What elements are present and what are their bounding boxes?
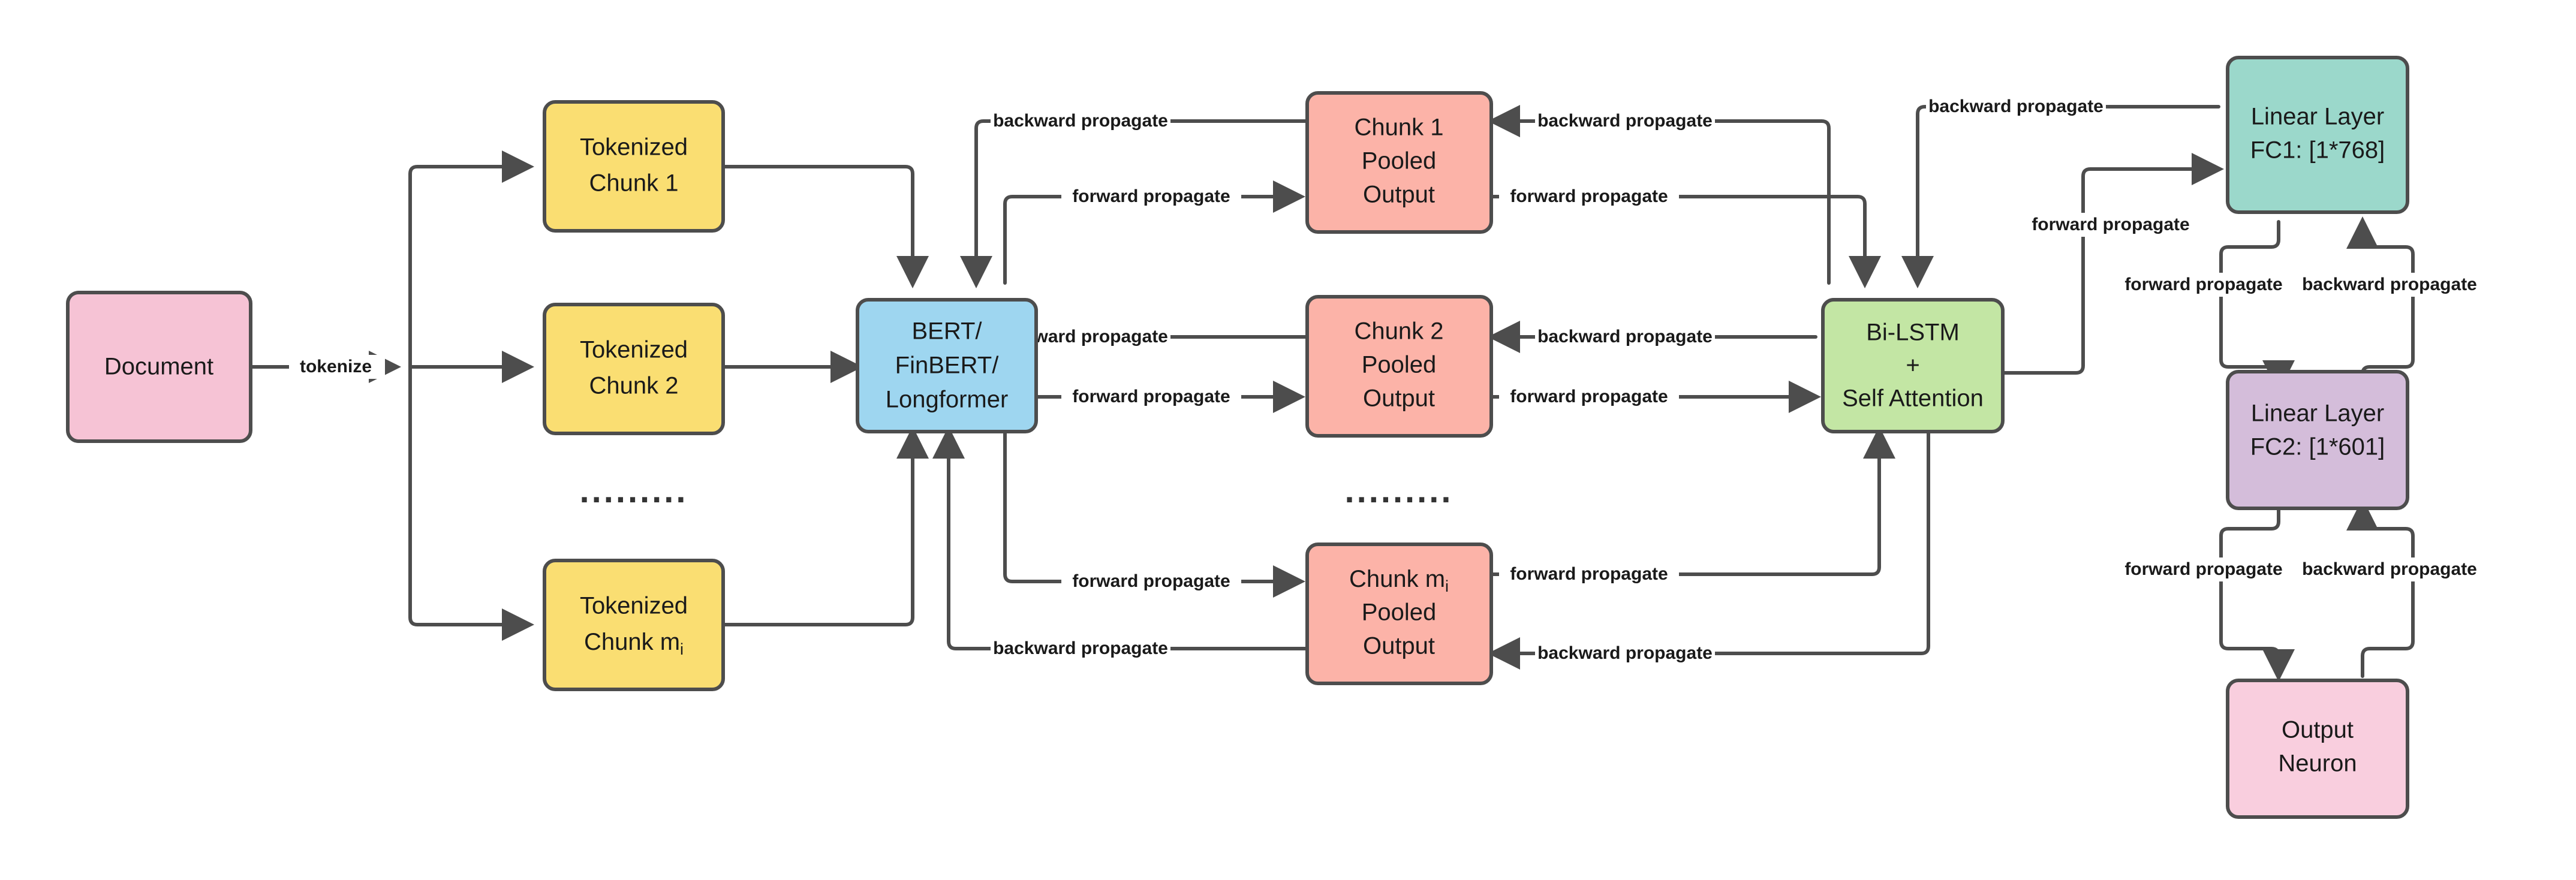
node-encoder-label-line2: FinBERT/	[895, 352, 1000, 379]
ellipsis-chunks: .........	[579, 471, 688, 510]
node-outneuron-label-line1: Output	[2282, 717, 2354, 743]
edge-label-bilstm-pooled1-backward: backward propagate	[1537, 111, 1713, 131]
node-encoder[interactable]: BERT/ FinBERT/ Longformer	[856, 298, 1038, 433]
node-bilstm-label-line3: Self Attention	[1842, 385, 1984, 412]
edge-label-fc2-fc1-backward: backward propagate	[2302, 275, 2477, 294]
node-pooledm-label-line1: Chunk mi	[1349, 566, 1449, 596]
edge-pooled2-bilstm-forward: forward propagate	[1484, 381, 1821, 413]
edge-pooled1-encoder-backward: backward propagate	[960, 109, 1309, 288]
node-tokenized-chunk-mi[interactable]: Tokenized Chunk mi	[543, 559, 725, 691]
edge-label-bilstm-pooled2-backward: backward propagate	[1537, 327, 1713, 346]
node-chunk1-pooled-output[interactable]: Chunk 1 Pooled Output	[1305, 91, 1493, 234]
node-chunk2-label-line1: Tokenized	[580, 337, 688, 363]
edge-label-pooled1-bilstm-forward: forward propagate	[1510, 186, 1668, 206]
edge-bilstm-pooledm-backward: backward propagate	[1488, 430, 1930, 670]
node-linear-layer-fc1[interactable]: Linear Layer FC1: [1*768]	[2226, 56, 2409, 214]
node-fc2-label-line1: Linear Layer	[2251, 400, 2384, 427]
edge-label-fc2-outneuron-forward: forward propagate	[2124, 559, 2282, 579]
edge-document-tokenize: tokenize	[249, 150, 534, 641]
node-fc1-label-line1: Linear Layer	[2251, 104, 2384, 130]
node-chunkm-label-line1: Tokenized	[580, 593, 688, 619]
node-pooled2-label-line3: Output	[1363, 385, 1435, 412]
edge-chunk1-encoder	[718, 165, 929, 288]
node-encoder-label-line3: Longformer	[886, 387, 1009, 413]
edge-pooledm-encoder-backward: backward propagate	[932, 426, 1309, 661]
node-chunkm-label-line2: Chunk mi	[584, 629, 684, 659]
node-fc2-label-line2: FC2: [1*601]	[2250, 434, 2385, 460]
node-chunk1-label-line1: Tokenized	[580, 134, 688, 161]
edge-outneuron-fc2-backward: backward propagate	[2297, 498, 2482, 678]
node-pooled1-label-line1: Chunk 1	[1355, 114, 1444, 141]
edge-label-pooled2-bilstm-forward: forward propagate	[1510, 387, 1668, 406]
edge-label-fc1-bilstm-backward: backward propagate	[1928, 97, 2103, 116]
node-output-neuron[interactable]: Output Neuron	[2226, 679, 2409, 819]
edge-label-tokenize: tokenize	[300, 357, 372, 376]
node-bilstm-label-line2: +	[1906, 352, 1919, 379]
edge-bilstm-pooled1-backward: backward propagate	[1488, 105, 1831, 285]
edge-label-fc1-fc2-forward: forward propagate	[2124, 275, 2282, 294]
node-chunk1-label-line2: Chunk 1	[589, 170, 679, 197]
ellipsis-pooled: .........	[1344, 471, 1453, 510]
edge-chunkm-encoder	[718, 426, 929, 626]
edge-label-bilstm-fc1-forward: forward propagate	[2032, 215, 2189, 234]
edge-label-pooled1-encoder-backward: backward propagate	[993, 111, 1168, 131]
node-pooled1-label-line2: Pooled	[1362, 148, 1437, 174]
edge-encoder-pooledm-forward: forward propagate	[1003, 430, 1305, 598]
node-outneuron-label-line2: Neuron	[2278, 751, 2357, 777]
node-pooled1-label-line3: Output	[1363, 182, 1435, 208]
node-encoder-label-line1: BERT/	[911, 318, 982, 345]
node-tokenized-chunk-1[interactable]: Tokenized Chunk 1	[543, 100, 725, 233]
node-document[interactable]: Document	[66, 291, 252, 443]
node-chunk2-pooled-output[interactable]: Chunk 2 Pooled Output	[1305, 295, 1493, 438]
edge-fc1-fc2-forward: forward propagate	[2117, 220, 2295, 393]
edge-label-pooledm-encoder-backward: backward propagate	[993, 638, 1168, 658]
edge-label-encoder-pooled1-forward: forward propagate	[1072, 186, 1230, 206]
edge-fc1-bilstm-backward: backward propagate	[1901, 95, 2220, 288]
node-chunk2-label-line2: Chunk 2	[589, 373, 679, 399]
edge-encoder-pooled2-forward: forward propagate	[1003, 381, 1305, 413]
edge-fc2-fc1-backward: backward propagate	[2297, 216, 2482, 389]
edge-label-pooledm-bilstm-forward: forward propagate	[1510, 564, 1668, 584]
node-bilstm-label-line1: Bi-LSTM	[1866, 320, 1960, 346]
node-bilstm-self-attention[interactable]: Bi-LSTM + Self Attention	[1821, 298, 2005, 433]
node-document-label: Document	[104, 354, 213, 380]
edge-label-encoder-pooledm-forward: forward propagate	[1072, 571, 1230, 591]
edge-label-encoder-pooled2-forward: forward propagate	[1072, 387, 1230, 406]
edge-bilstm-fc1-forward: forward propagate	[2001, 153, 2224, 375]
edge-bilstm-pooled2-backward: backward propagate	[1488, 321, 1817, 353]
node-pooled2-label-line1: Chunk 2	[1355, 318, 1444, 345]
node-chunkm-pooled-output[interactable]: Chunk mi Pooled Output	[1305, 543, 1493, 685]
edge-label-outneuron-fc2-backward: backward propagate	[2302, 559, 2477, 579]
edge-pooled1-bilstm-forward: forward propagate	[1484, 185, 1881, 288]
edge-pooledm-bilstm-forward: forward propagate	[1484, 426, 1895, 586]
node-tokenized-chunk-2[interactable]: Tokenized Chunk 2	[543, 303, 725, 435]
edge-label-bilstm-pooledm-backward: backward propagate	[1537, 643, 1713, 663]
node-fc1-label-line2: FC1: [1*768]	[2250, 137, 2385, 164]
node-linear-layer-fc2[interactable]: Linear Layer FC2: [1*601]	[2226, 370, 2409, 510]
node-pooledm-label-line2: Pooled	[1362, 599, 1437, 626]
edge-fc2-outneuron-forward: forward propagate	[2117, 502, 2295, 682]
node-pooledm-label-line3: Output	[1363, 633, 1435, 659]
edge-encoder-pooled1-forward: forward propagate	[1003, 180, 1305, 285]
node-pooled2-label-line2: Pooled	[1362, 352, 1437, 378]
